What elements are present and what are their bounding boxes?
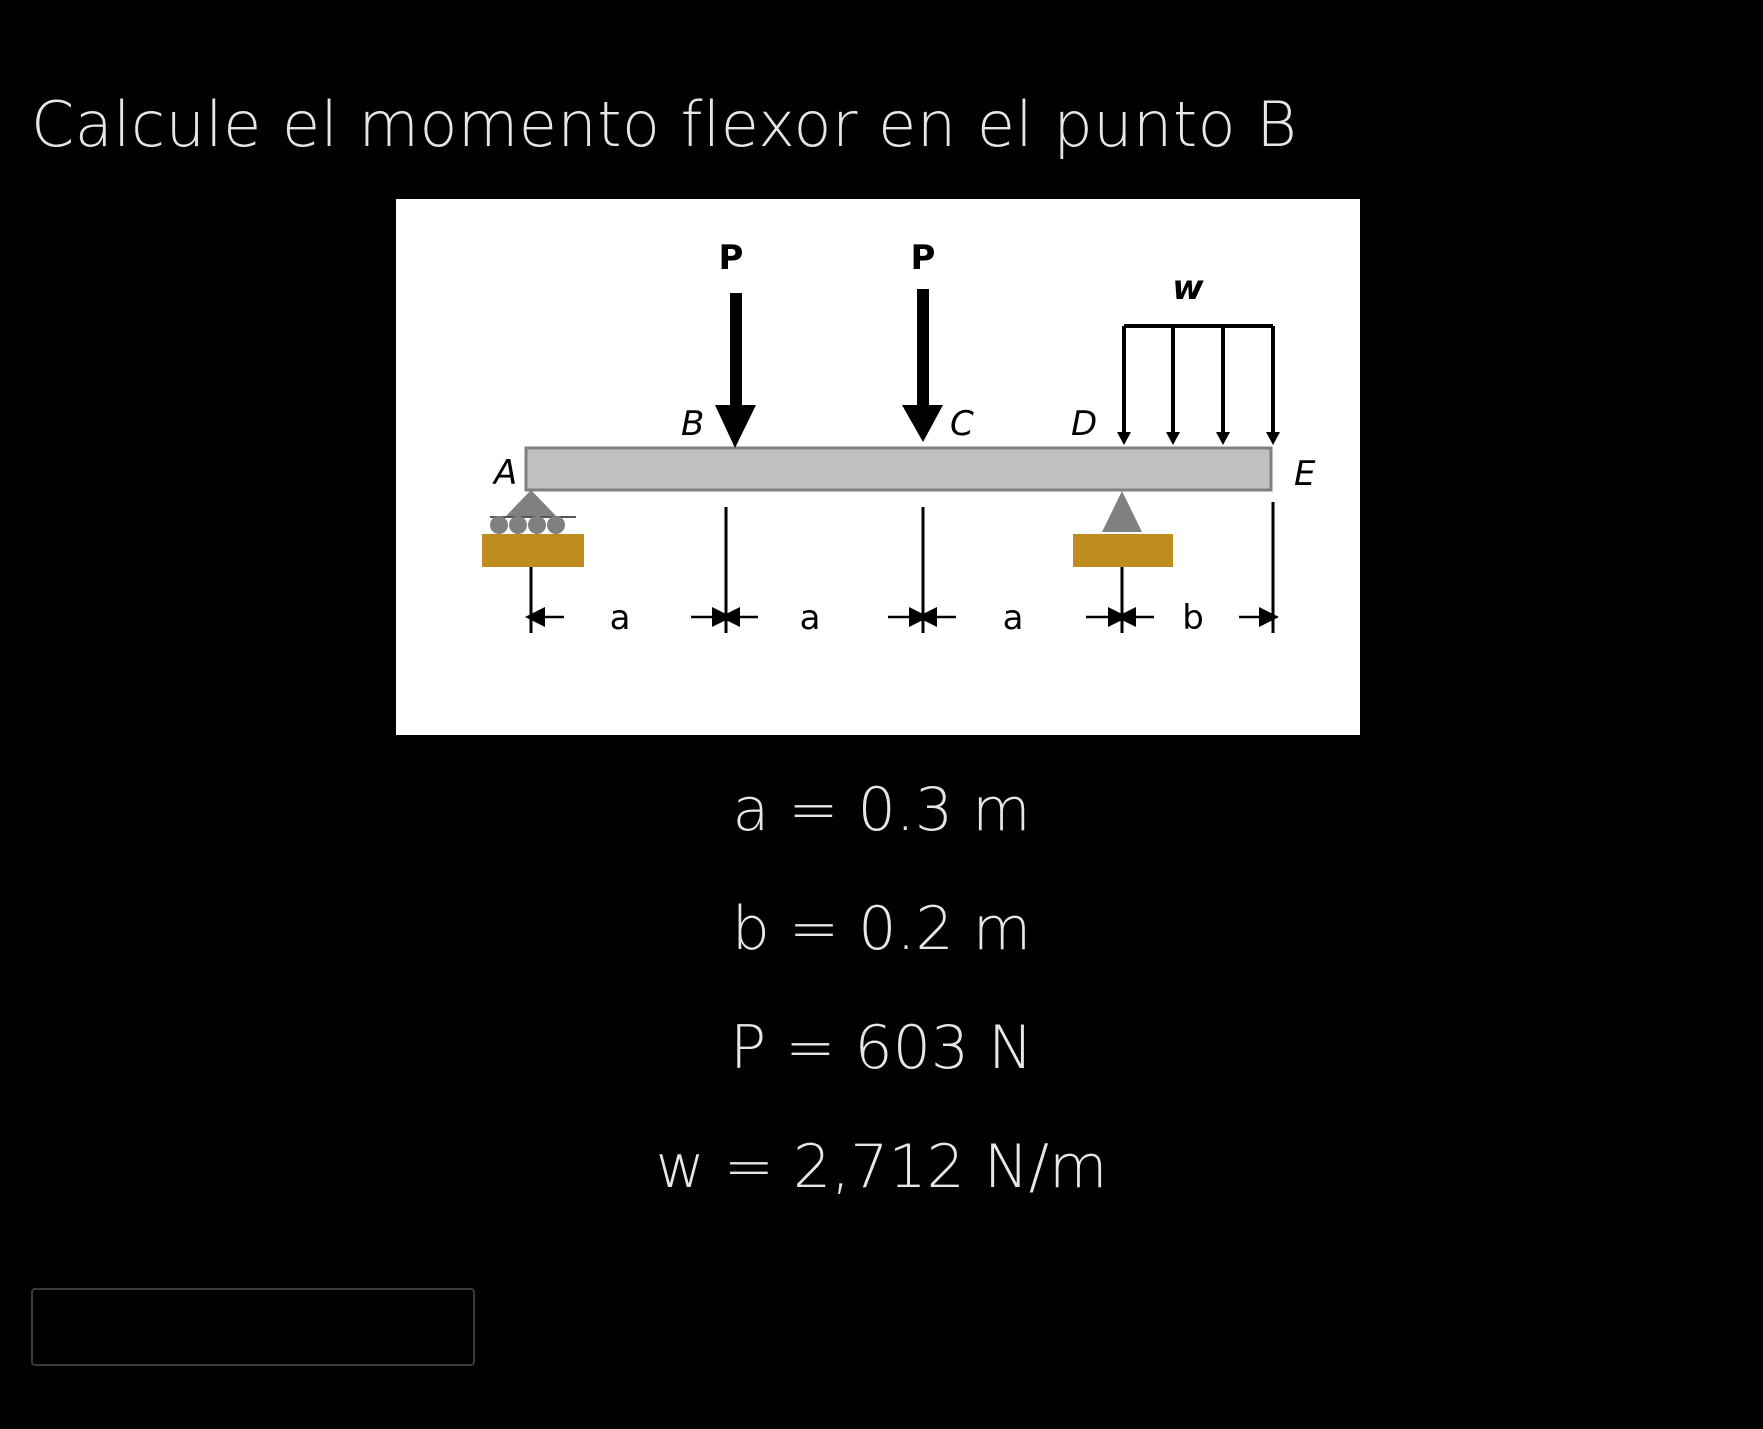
param-b: b = 0.2 m <box>731 894 1032 964</box>
beam-diagram: P P w A B C D E <box>396 199 1360 735</box>
param-p: P = 603 N <box>729 1013 1034 1083</box>
param-a: a = 0.3 m <box>732 775 1031 845</box>
question-text: Calcule el momento flexor en el punto B <box>31 88 1298 161</box>
dim-label-2: a <box>800 598 821 638</box>
point-label-d: D <box>1071 404 1097 444</box>
answer-input[interactable] <box>31 1288 475 1366</box>
pin-support-d <box>1073 491 1173 567</box>
point-label-a: A <box>492 453 517 493</box>
distributed-load <box>1117 324 1280 445</box>
point-label-e: E <box>1294 454 1316 494</box>
point-load-b-arrow <box>715 293 756 448</box>
point-label-c: C <box>950 404 974 444</box>
dim-label-3: a <box>1003 598 1024 638</box>
roller-support-a <box>482 490 584 567</box>
point-load-c-arrow <box>902 289 943 442</box>
dim-label-1: a <box>610 598 631 638</box>
load-label-w: w <box>1172 268 1204 308</box>
dim-label-4: b <box>1182 598 1204 638</box>
load-label-p1: P <box>719 238 744 278</box>
point-label-b: B <box>681 404 704 444</box>
load-label-p2: P <box>911 238 936 278</box>
dimension-lines <box>529 502 1275 633</box>
beam <box>524 446 1273 492</box>
param-w: w = 2,712 N/m <box>655 1132 1108 1202</box>
